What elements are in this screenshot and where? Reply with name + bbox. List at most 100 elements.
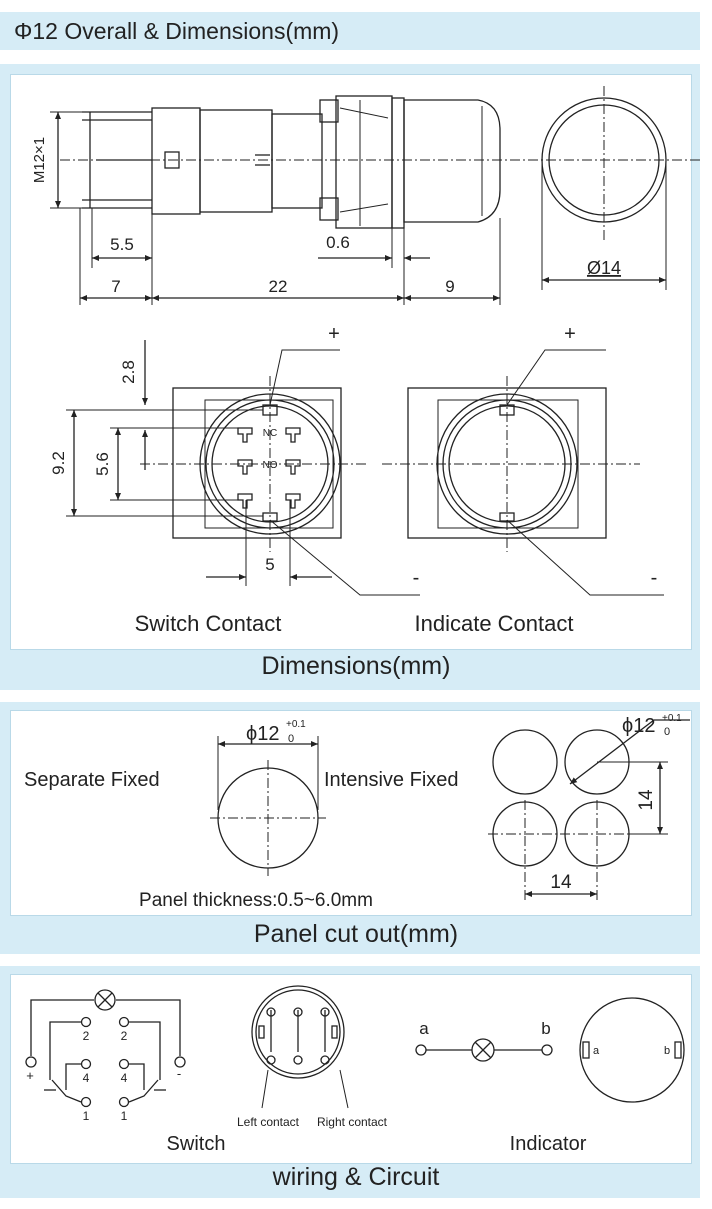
bezel-cap bbox=[403, 99, 501, 223]
front-inner bbox=[548, 104, 660, 216]
ic-plus-leader bbox=[506, 349, 606, 406]
thread-label: M12×1 bbox=[31, 137, 48, 183]
panel-thickness: Panel thickness:0.5~6.0mm bbox=[139, 890, 373, 911]
back-slot bbox=[164, 151, 180, 169]
t1b bbox=[118, 1096, 130, 1108]
dim-5: 5 bbox=[265, 555, 274, 574]
indicate-contact-view: + - Indicate Contact bbox=[382, 323, 664, 636]
header-bar bbox=[0, 12, 700, 50]
right-contact: Right contact bbox=[317, 1115, 388, 1129]
intensive-fixed-label: Intensive Fixed bbox=[324, 769, 459, 791]
term-minus bbox=[174, 1056, 186, 1068]
ic-ring-outer bbox=[436, 393, 578, 535]
wiring-caption: wiring & Circuit bbox=[272, 1163, 440, 1191]
rear-pins-left bbox=[258, 1007, 276, 1065]
ic-minus-terminal bbox=[499, 512, 515, 522]
sc-pins-row2 bbox=[237, 459, 301, 475]
body bbox=[199, 109, 273, 213]
switch-label: Switch bbox=[167, 1133, 226, 1155]
sc-minus-terminal bbox=[262, 512, 278, 522]
indicator-label: Indicator bbox=[510, 1133, 587, 1155]
cutout-panel bbox=[10, 710, 692, 916]
ind-term-b bbox=[541, 1044, 553, 1056]
wiring-indicator: a b a b Indicator bbox=[415, 997, 685, 1155]
lamp-loop bbox=[30, 999, 181, 1056]
quad-dia12: ϕ12 bbox=[622, 715, 655, 737]
wiring-switch: + - 2 2 4 4 1 1 Switch bbox=[25, 989, 226, 1155]
t4b bbox=[118, 1058, 130, 1070]
ic-minus-leader bbox=[506, 519, 664, 596]
quad-dim-v: 14 bbox=[636, 789, 657, 811]
ic-plus: + bbox=[564, 323, 576, 345]
t2a bbox=[80, 1016, 92, 1028]
lamp-icon bbox=[94, 989, 116, 1011]
sc-ring-mid bbox=[205, 399, 335, 529]
separate-fixed-label: Separate Fixed bbox=[24, 769, 160, 791]
indicate-contact-label: Indicate Contact bbox=[415, 611, 574, 636]
side-view: M12×1 5.5 0.6 7 22 9 bbox=[31, 95, 700, 305]
ic-ring-mid bbox=[442, 399, 572, 529]
sc-pins-row3 bbox=[237, 493, 301, 509]
sc-pins-row1 bbox=[237, 427, 301, 443]
ind-b2: b bbox=[664, 1045, 670, 1057]
front-view: Ø14 bbox=[541, 86, 667, 290]
ic-ring-inner bbox=[448, 405, 566, 523]
wiring-rear: Left contact Right contact bbox=[237, 985, 388, 1129]
single-tol-plus: +0.1 bbox=[286, 719, 306, 730]
sw-blade bbox=[51, 1079, 159, 1103]
indicator-lamp-icon bbox=[471, 1038, 495, 1062]
n1b: 1 bbox=[121, 1109, 128, 1123]
ind-rear-circle bbox=[579, 997, 685, 1103]
w-minus: - bbox=[177, 1066, 181, 1081]
n2a: 2 bbox=[83, 1029, 90, 1043]
thread-section bbox=[271, 113, 323, 209]
sc-ring-outer bbox=[199, 393, 341, 535]
ind-lamp-cross bbox=[474, 1041, 492, 1059]
ind-pin-b bbox=[674, 1041, 682, 1059]
back-housing bbox=[151, 107, 201, 215]
nut-bottom bbox=[319, 197, 339, 221]
quad-tol-zero: 0 bbox=[664, 726, 670, 738]
cutout-caption: Panel cut out(mm) bbox=[253, 920, 459, 948]
quad-dim-h: 14 bbox=[550, 872, 572, 893]
dim-5-6: 5.6 bbox=[93, 452, 112, 476]
sc-minus-leader bbox=[269, 519, 420, 596]
t2b bbox=[118, 1016, 130, 1028]
dim-7: 7 bbox=[111, 277, 120, 296]
sw-wire-top bbox=[49, 1021, 161, 1080]
ind-a2: a bbox=[593, 1045, 600, 1057]
dim-2-8: 2.8 bbox=[119, 360, 138, 384]
sc-minus: - bbox=[413, 567, 420, 589]
term-plus bbox=[25, 1056, 37, 1068]
left-contact: Left contact bbox=[237, 1115, 300, 1129]
switch-contact-label: Switch Contact bbox=[135, 611, 282, 636]
page-title: Φ12 Overall & Dimensions(mm) bbox=[14, 18, 340, 44]
switch-contact-view: NC NO + - 9.2 5.6 2.8 5 Switch Contact bbox=[49, 323, 420, 636]
rear-pins-mid bbox=[293, 1007, 303, 1065]
dim-9: 9 bbox=[445, 277, 454, 296]
sc-plus: + bbox=[328, 323, 340, 345]
dimensions-panel bbox=[10, 74, 692, 650]
t1a bbox=[80, 1096, 92, 1108]
ic-minus: - bbox=[651, 567, 658, 589]
ind-b: b bbox=[541, 1019, 550, 1038]
rear-outer bbox=[251, 985, 345, 1079]
sc-outer-rect bbox=[172, 387, 342, 539]
lamp-cross bbox=[97, 992, 113, 1008]
dim-9-2: 9.2 bbox=[49, 451, 68, 475]
t4a bbox=[80, 1058, 92, 1070]
rear-inner bbox=[255, 989, 341, 1075]
n1a: 1 bbox=[83, 1109, 90, 1123]
sw-wire-mid bbox=[65, 1063, 145, 1090]
hole-tl bbox=[492, 729, 558, 795]
n2b: 2 bbox=[121, 1029, 128, 1043]
n4b: 4 bbox=[121, 1071, 128, 1085]
single-tol-zero: 0 bbox=[288, 733, 294, 745]
rear-pins-right bbox=[320, 1007, 338, 1065]
ind-term-a bbox=[415, 1044, 427, 1056]
dim-5-5: 5.5 bbox=[110, 235, 134, 254]
panel-cutout: Separate Fixed Intensive Fixed ϕ12 +0.1 … bbox=[24, 713, 690, 911]
ind-pin-a bbox=[582, 1041, 590, 1059]
single-dia12: ϕ12 bbox=[246, 723, 279, 745]
